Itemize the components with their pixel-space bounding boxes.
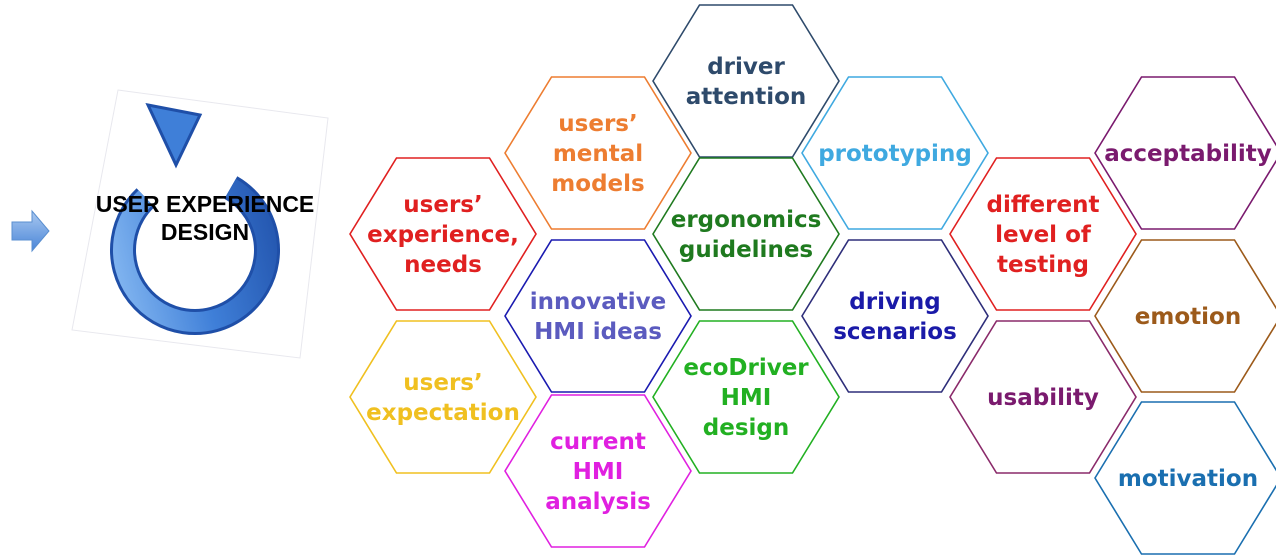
- hexagon-grid: driver attention users’ mental models prototy…: [349, 4, 1276, 555]
- hexagon-label: users’: [558, 111, 637, 137]
- hexagon-label: models: [551, 171, 644, 197]
- hexagon-label: design: [703, 415, 789, 441]
- hexagon-label: ecoDriver: [683, 355, 809, 381]
- hexagon-outline: [1094, 239, 1276, 393]
- hexagon-ergonomics-guidelines: ergonomics guidelines: [652, 157, 840, 311]
- hexagon-outline: [949, 320, 1137, 474]
- hexagon-label: attention: [686, 84, 807, 110]
- hexagon-label: analysis: [545, 489, 651, 515]
- hexagon-label: HMI ideas: [534, 319, 662, 345]
- hexagon-label: experience,: [367, 222, 519, 248]
- hexagon-acceptability: acceptability: [1094, 76, 1276, 230]
- hexagon-outline: [949, 157, 1137, 311]
- hexagon-label: scenarios: [833, 319, 957, 345]
- hexagon-motivation: motivation: [1094, 401, 1276, 555]
- hexagon-label: driving: [849, 289, 940, 315]
- hexagon-outline: [504, 76, 692, 230]
- hexagon-outline: [1094, 401, 1276, 555]
- hexagon-users-expectation: users’ expectation: [349, 320, 537, 474]
- hexagon-label: testing: [997, 252, 1089, 278]
- hexagon-outline: [652, 157, 840, 311]
- hexagon-label: level of: [995, 222, 1092, 248]
- hexagon-label: needs: [404, 252, 482, 278]
- hexagon-label: expectation: [366, 400, 520, 426]
- hexagon-driving-scenarios: driving scenarios: [801, 239, 989, 393]
- hexagon-label: users’: [403, 192, 482, 218]
- hexagon-outline: [801, 76, 989, 230]
- right-arrow-icon: [11, 209, 50, 253]
- hexagon-outline: [1094, 76, 1276, 230]
- hexagon-outline: [801, 239, 989, 393]
- hexagon-emotion: emotion: [1094, 239, 1276, 393]
- hexagon-users-experience-needs: users’ experience, needs: [349, 157, 537, 311]
- hexagon-label: guidelines: [679, 237, 813, 263]
- hexagon-label: usability: [987, 385, 1099, 411]
- hexagon-label: different: [987, 192, 1100, 218]
- hexagon-driver-attention: driver attention: [652, 4, 840, 158]
- hexagon-label: innovative: [530, 289, 666, 315]
- cycle-arrow-icon: [71, 89, 329, 359]
- hexagon-outline: [652, 320, 840, 474]
- hexagon-label: ergonomics: [671, 207, 822, 233]
- title-line-1: USER EXPERIENCE: [95, 191, 315, 217]
- hexagon-outline: [349, 320, 537, 474]
- hexagon-outline: [504, 239, 692, 393]
- hexagon-label: HMI: [573, 459, 624, 485]
- hexagon-outline: [504, 394, 692, 548]
- hexagon-label: HMI: [721, 385, 772, 411]
- hexagon-label: acceptability: [1104, 141, 1271, 167]
- hexagon-label: mental: [553, 141, 643, 167]
- diagram-title: USER EXPERIENCE DESIGN: [60, 190, 350, 246]
- hexagon-outline: [349, 157, 537, 311]
- hexagon-usability: usability: [949, 320, 1137, 474]
- hexagon-label: prototyping: [818, 141, 972, 167]
- hexagon-label: current: [550, 429, 646, 455]
- hexagon-label: motivation: [1118, 466, 1258, 492]
- hexagon-label: driver: [707, 54, 785, 80]
- hexagon-different-level-of-testing: different level of testing: [949, 157, 1137, 311]
- hexagon-users-mental-models: users’ mental models: [504, 76, 692, 230]
- hexagon-label: users’: [403, 370, 482, 396]
- title-line-2: DESIGN: [160, 219, 250, 245]
- hexagon-label: emotion: [1135, 304, 1241, 330]
- hexagon-outline: [652, 4, 840, 158]
- hexagon-prototyping: prototyping: [801, 76, 989, 230]
